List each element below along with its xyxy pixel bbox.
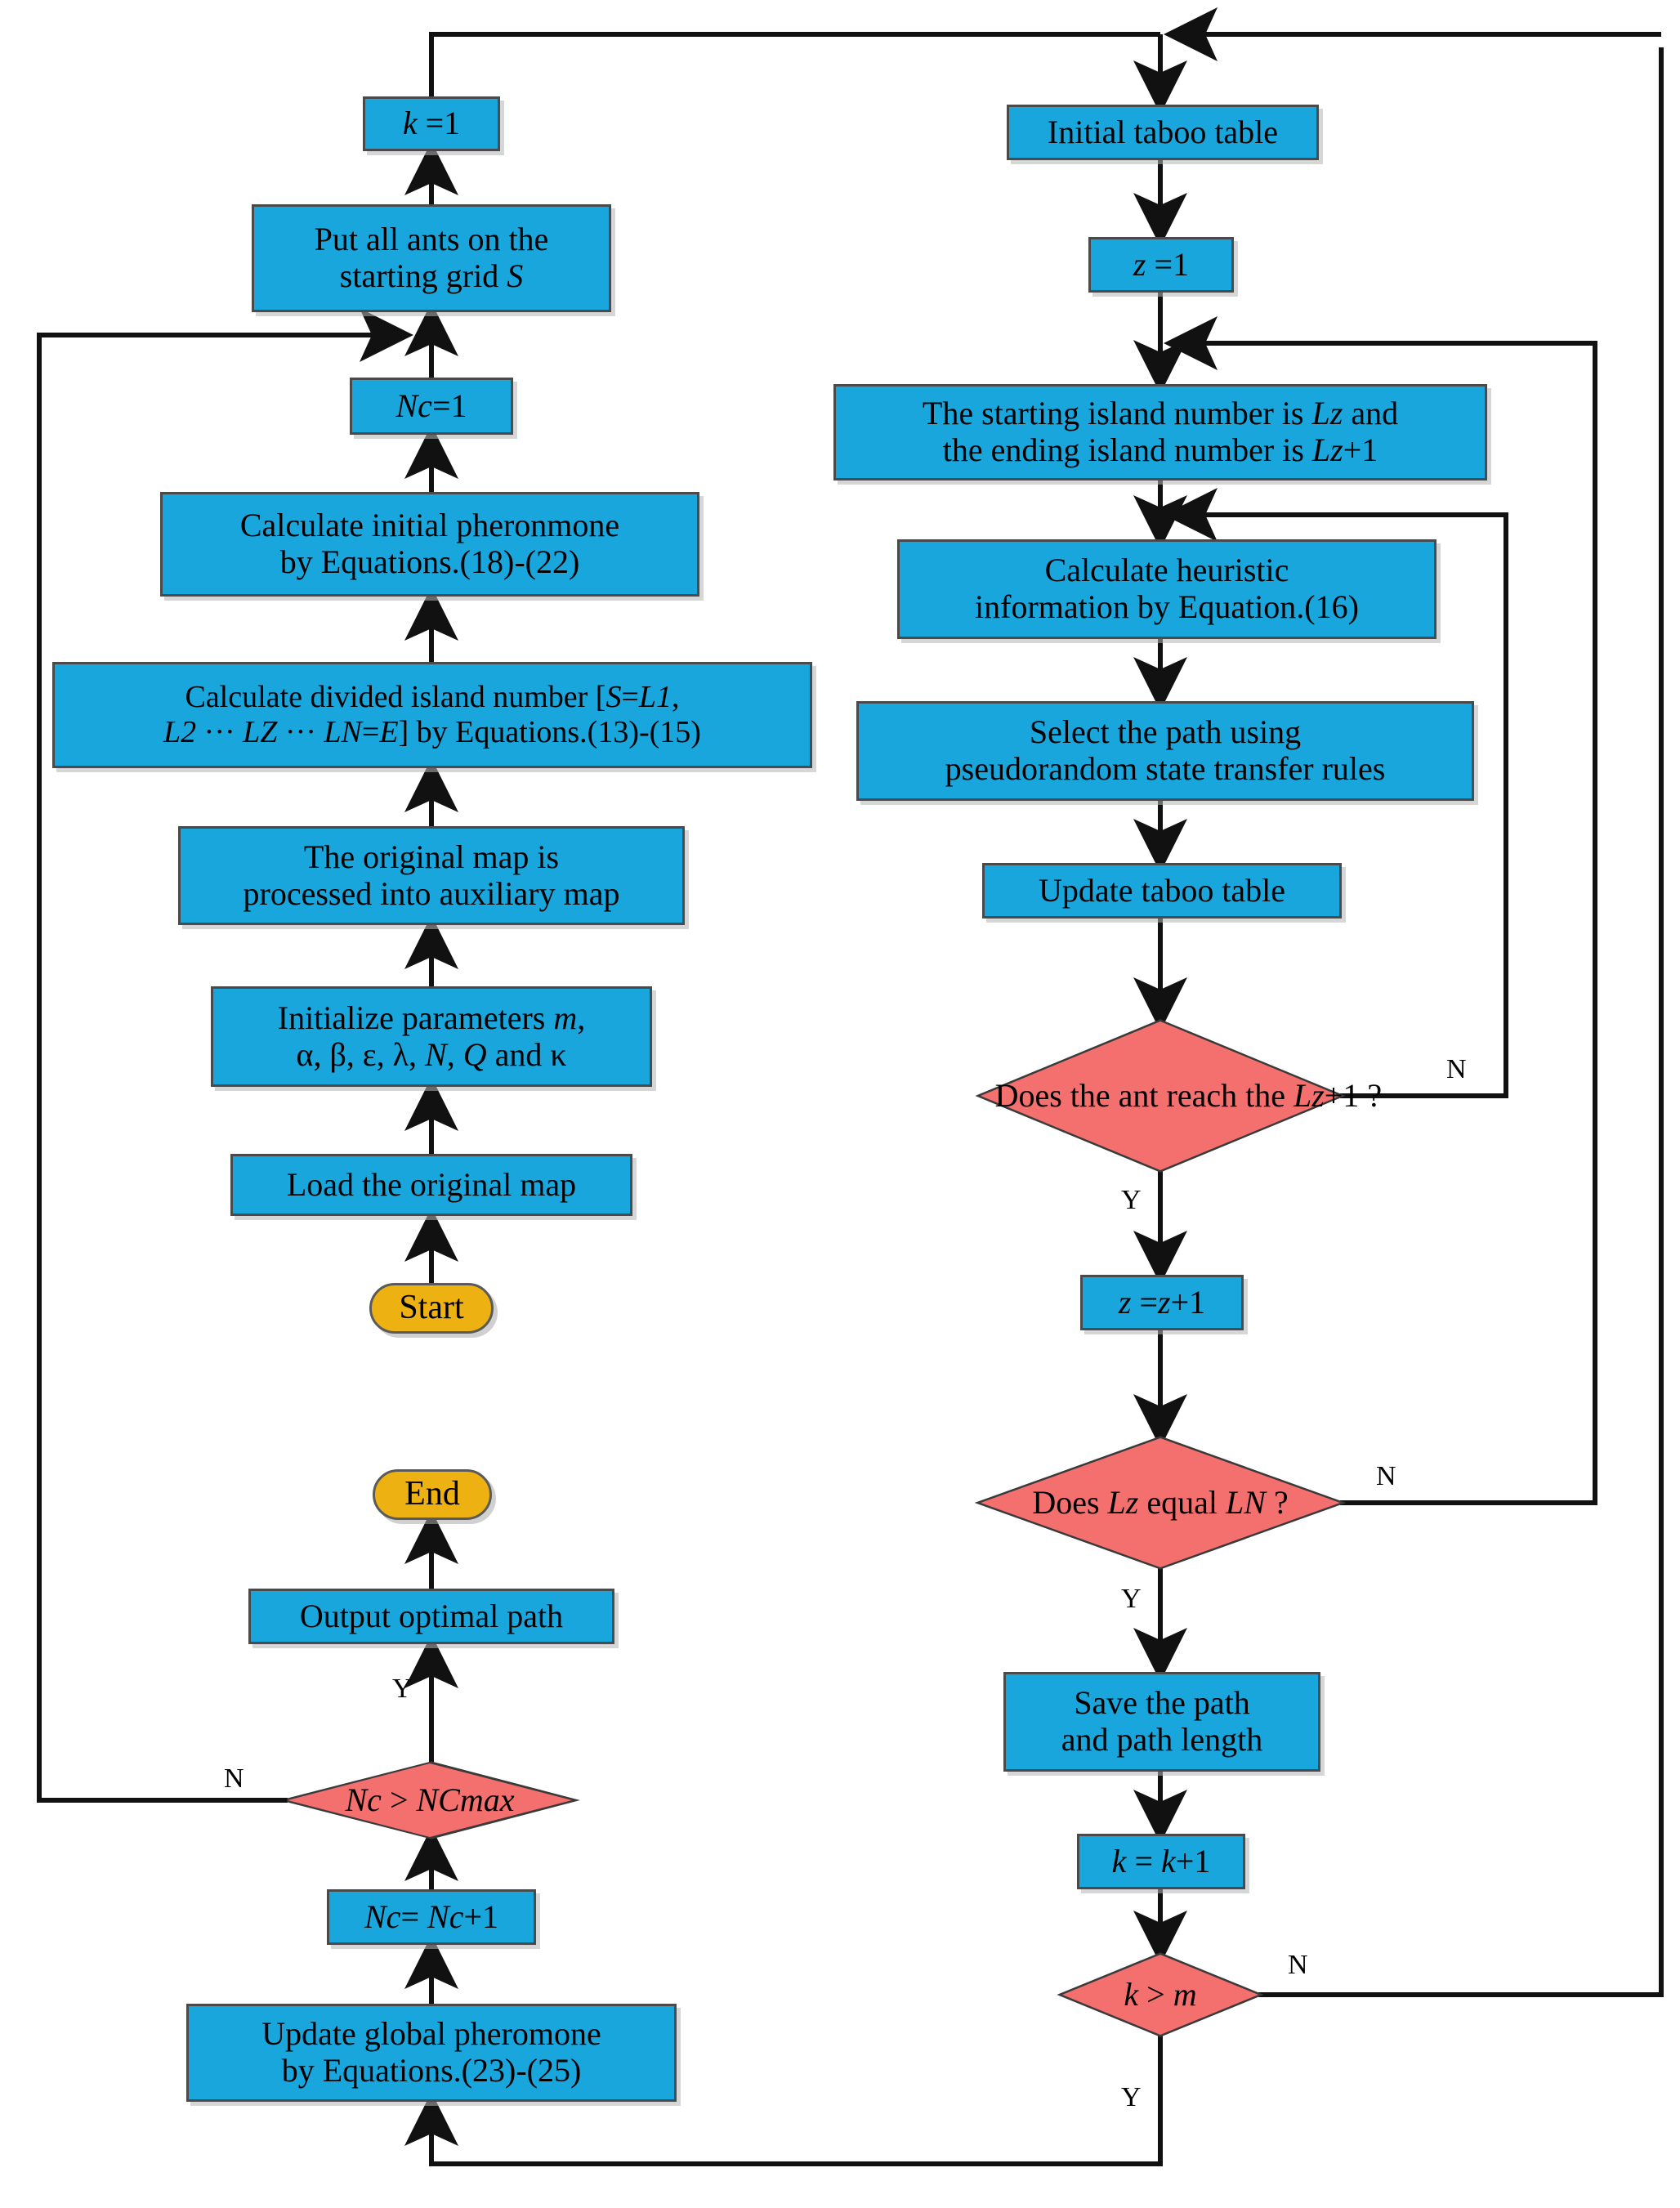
node-initial-pheromone[interactable]: Calculate initial pheronmone by Equation… [160,492,699,597]
edge-decision1-no-loop [1164,488,1508,1098]
node-put-all-ants-line1: Put all ants on the [314,221,549,258]
node-z-increment-label: z =z+1 [1118,1283,1206,1321]
node-output-optimal-path-label: Output optimal path [299,1597,564,1634]
node-end-label: End [404,1475,460,1513]
node-k-init[interactable]: k =1 [363,96,500,151]
edge-label-ant-reach-no: N [1446,1054,1467,1084]
node-save-path-line1: Save the path [1074,1684,1250,1722]
node-initialize-parameters-line2: α, β, ε, λ, N, Q and κ [296,1035,567,1073]
node-initial-pheromone-line2: by Equations.(18)-(22) [279,543,580,580]
node-z-init-label: z =1 [1133,245,1190,283]
node-calculate-heuristic[interactable]: Calculate heuristic information by Equat… [897,539,1436,639]
node-initial-pheromone-line1: Calculate initial pheronmone [239,507,620,544]
node-k-init-label: k =1 [402,105,461,142]
node-island-numbers-line2: the ending island number is Lz+1 [942,431,1378,468]
node-initial-taboo-table-label: Initial taboo table [1047,113,1279,150]
node-z-increment[interactable]: z =z+1 [1080,1275,1244,1330]
node-initialize-parameters-line1: Initialize parameters m, [277,999,586,1036]
node-divided-island-number[interactable]: Calculate divided island number [S=L1, L… [52,662,812,768]
edge-label-k-gt-m-no: N [1288,1950,1308,1980]
node-start-label: Start [399,1289,464,1327]
node-load-original-map-label: Load the original map [286,1165,577,1203]
node-nc-init[interactable]: Nc=1 [350,378,513,435]
node-save-path-line2: and path length [1061,1721,1263,1758]
node-decision-ant-reach[interactable]: Does the ant reach the Lz+1 ? [981,1021,1383,1170]
node-select-path[interactable]: Select the path using pseudorandom state… [856,701,1474,801]
node-k-increment-label: k = k+1 [1111,1842,1211,1879]
node-island-numbers-line1: The starting island number is Lz and [922,395,1399,432]
node-decision-ant-reach-label: Does the ant reach the Lz+1 ? [994,1076,1383,1114]
edge-label-k-gt-m-yes: Y [1121,2082,1142,2112]
node-output-optimal-path[interactable]: Output optimal path [248,1589,614,1644]
node-update-taboo-table[interactable]: Update taboo table [982,863,1342,919]
node-k-increment[interactable]: k = k+1 [1077,1834,1245,1889]
node-decision-nc-gt-ncmax[interactable]: Nc > NCmax [288,1763,572,1837]
edge-label-lz-equal-yes: Y [1121,1584,1142,1614]
node-nc-increment-label: Nc= Nc+1 [364,1897,498,1935]
edge-label-nc-gt-ncmax-no: N [224,1763,244,1794]
node-initialize-parameters[interactable]: Initialize parameters m, α, β, ε, λ, N, … [211,986,652,1087]
node-update-global-pheromone-line2: by Equations.(23)-(25) [281,2052,582,2089]
node-put-all-ants[interactable]: Put all ants on the starting grid S [252,204,611,312]
node-nc-init-label: Nc=1 [395,387,467,424]
edge-decision3-no-loop [1258,47,1664,1997]
node-select-path-line1: Select the path using [1029,713,1302,751]
node-select-path-line2: pseudorandom state transfer rules [945,750,1386,787]
edge-kinit-to-top-rail [429,32,1160,96]
node-initial-taboo-table[interactable]: Initial taboo table [1007,105,1319,160]
edge-label-ant-reach-yes: Y [1121,1185,1142,1215]
node-end[interactable]: End [373,1469,492,1520]
node-calculate-heuristic-line2: information by Equation.(16) [975,588,1359,625]
node-save-path[interactable]: Save the path and path length [1003,1672,1320,1772]
edge-decision4-no-loop [37,308,413,1803]
node-decision-k-gt-m-label: k > m [1124,1975,1197,2013]
node-auxiliary-map[interactable]: The original map is processed into auxil… [178,826,685,925]
node-start[interactable]: Start [369,1283,494,1334]
node-put-all-ants-line2: starting grid S [339,257,524,294]
node-auxiliary-map-line2: processed into auxiliary map [243,874,620,912]
node-update-global-pheromone-line1: Update global pheromone [261,2015,601,2053]
node-auxiliary-map-line1: The original map is [303,838,560,875]
node-nc-increment[interactable]: Nc= Nc+1 [327,1889,536,1945]
node-update-taboo-table-label: Update taboo table [1038,871,1286,909]
node-decision-lz-equal[interactable]: Does Lz equal LN ? [981,1438,1340,1567]
edge-label-lz-equal-no: N [1376,1461,1396,1491]
node-update-global-pheromone[interactable]: Update global pheromone by Equations.(23… [186,2004,677,2102]
node-z-init[interactable]: z =1 [1088,237,1234,293]
edge-label-nc-gt-ncmax-yes: Y [392,1674,413,1704]
edge-decision2-no-loop [1164,316,1597,1505]
node-decision-nc-gt-ncmax-label: Nc > NCmax [345,1781,515,1818]
node-decision-k-gt-m[interactable]: k > m [1062,1955,1258,2035]
node-decision-lz-equal-label: Does Lz equal LN ? [1032,1483,1289,1521]
edge-decision3-yes-to-updateglobal [404,2035,1163,2166]
decision2-outline [974,1436,1347,1570]
node-load-original-map[interactable]: Load the original map [230,1154,632,1216]
decision1-outline [975,1019,1346,1173]
node-island-numbers[interactable]: The starting island number is Lz and the… [833,384,1487,480]
node-calculate-heuristic-line1: Calculate heuristic [1044,552,1289,589]
node-divided-island-number-line1: Calculate divided island number [S=L1, [185,680,680,715]
node-divided-island-number-line2: L2 ··· LZ ··· LN=E] by Equations.(13)-(1… [163,715,701,749]
